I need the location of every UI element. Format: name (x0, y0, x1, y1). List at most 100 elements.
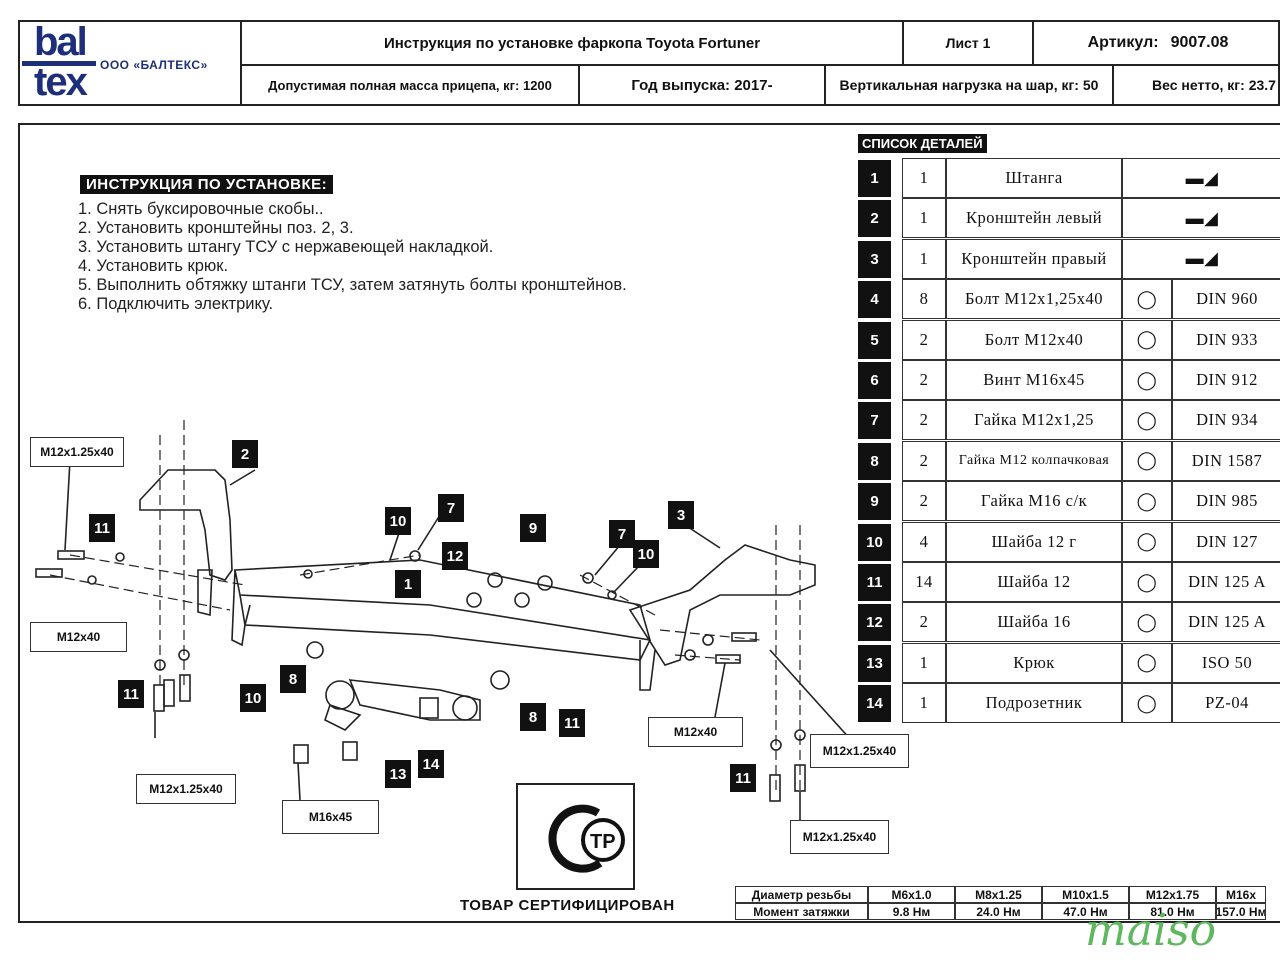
part-qty: 1 (902, 158, 946, 198)
sheet-number: Лист 1 (945, 35, 991, 51)
thread-size: M12x1.75 (1129, 886, 1216, 903)
bolt-label: M12x40 (648, 717, 743, 747)
part-number: 9 (858, 483, 891, 521)
baltex-logo: bal tex (22, 22, 98, 104)
instruction-step: 3. Установить штангу ТСУ с нержавеющей н… (78, 238, 494, 256)
callout-7: 7 (609, 520, 635, 548)
tow-bar-icon: ▬◢ (1122, 158, 1280, 198)
bolt-label: M16x45 (282, 800, 379, 834)
bolt-label: M12x40 (30, 622, 127, 652)
part-name: Подрозетник (946, 683, 1122, 724)
callout-14: 14 (418, 750, 444, 778)
certificate-mark-text: ТР (590, 831, 616, 853)
instruction-step: 2. Установить кронштейны поз. 2, 3. (78, 219, 354, 237)
part-std: DIN 1587 (1172, 440, 1280, 481)
part-number: 7 (858, 402, 891, 440)
part-name: Гайка M12 колпачковая (946, 440, 1122, 481)
part-std: DIN 127 (1172, 521, 1280, 562)
max-trailer-mass: Допустимая полная масса прицепа, кг: 120… (268, 77, 552, 93)
part-name: Шайба 12 (946, 562, 1122, 602)
article-label: Артикул: (1087, 34, 1159, 51)
part-std: PZ-04 (1172, 683, 1280, 724)
part-number: 3 (858, 240, 891, 278)
logo-text-top: bal (34, 20, 88, 64)
part-qty: 8 (902, 279, 946, 320)
part-number: 10 (858, 523, 891, 561)
part-name: Шайба 12 г (946, 521, 1122, 562)
callout-11: 11 (89, 514, 115, 542)
company-name: ООО «БАЛТЕКС» (100, 58, 208, 72)
part-name: Гайка M12x1,25 (946, 400, 1122, 441)
part-qty: 1 (902, 238, 946, 279)
part-std: DIN 125 A (1172, 602, 1280, 643)
part-number: 4 (858, 281, 891, 319)
part-name: Болт M12x40 (946, 319, 1122, 360)
part-name: Болт M12x1,25x40 (946, 279, 1122, 320)
part-qty: 2 (902, 400, 946, 441)
part-std: DIN 960 (1172, 279, 1280, 320)
part-number: 13 (858, 644, 891, 682)
torque-row-label: Диаметр резьбы (735, 886, 868, 903)
net-weight: Вес нетто, кг: 23.7 (1152, 77, 1276, 93)
thread-size: M10x1.5 (1042, 886, 1129, 903)
callout-10: 10 (385, 507, 411, 535)
callout-8: 8 (520, 703, 546, 731)
part-number: 12 (858, 604, 891, 642)
instruction-step: 6. Подключить электрику. (78, 295, 274, 313)
part-qty: 14 (902, 562, 946, 602)
callout-2: 2 (232, 440, 258, 468)
callout-7: 7 (438, 494, 464, 522)
spring-washer-icon: ◯ (1122, 521, 1172, 562)
socket-plate-icon: ◯ (1122, 683, 1172, 724)
article: Артикул: 9007.08 (1034, 22, 1280, 64)
instruction-step: 1. Снять буксировочные скобы.. (78, 200, 324, 218)
part-qty: 2 (902, 360, 946, 400)
part-number: 11 (858, 564, 891, 601)
part-qty: 4 (902, 521, 946, 562)
thread-size: M8x1.25 (955, 886, 1042, 903)
certificate-text: ТОВАР СЕРТИФИЦИРОВАН (460, 897, 675, 914)
part-qty: 2 (902, 602, 946, 643)
callout-12: 12 (442, 542, 468, 570)
callout-11: 11 (118, 680, 144, 708)
part-std: DIN 912 (1172, 360, 1280, 400)
bolt-icon: ◯ (1122, 319, 1172, 360)
callout-3: 3 (668, 501, 694, 529)
part-std: DIN 985 (1172, 481, 1280, 522)
washer-icon: ◯ (1122, 602, 1172, 643)
assembly-drawing (35, 420, 860, 828)
bolt-label: M12x1.25x40 (810, 734, 909, 768)
part-number: 14 (858, 685, 891, 723)
watermark: maiso (1085, 905, 1217, 956)
callout-11: 11 (730, 764, 756, 792)
hook-icon: ◯ (1122, 642, 1172, 683)
screw-icon: ◯ (1122, 360, 1172, 400)
torque-row-label: Момент затяжки (735, 903, 868, 920)
torque-value: 157.0 Нм (1216, 903, 1266, 920)
bolt-label: M12x1.25x40 (136, 774, 236, 804)
torque-value: 47.0 Нм (1042, 903, 1129, 920)
thread-size: M16x (1216, 886, 1266, 903)
certificate-mark: ТР (516, 783, 635, 890)
part-qty: 2 (902, 319, 946, 360)
part-name: Кронштейн правый (946, 238, 1122, 279)
bolt-icon: ◯ (1122, 279, 1172, 320)
part-qty: 1 (902, 683, 946, 724)
lock-nut-icon: ◯ (1122, 481, 1172, 522)
article-value: 9007.08 (1170, 34, 1229, 51)
part-std: DIN 934 (1172, 400, 1280, 441)
right-bracket (628, 544, 816, 666)
logo-text-bottom: tex (34, 60, 88, 104)
part-qty: 1 (902, 642, 946, 683)
part-std: DIN 125 A (1172, 562, 1280, 602)
parts-list-title: СПИСОК ДЕТАЛЕЙ (858, 134, 987, 153)
part-number: 6 (858, 362, 891, 399)
right-bracket-icon: ▬◢ (1122, 238, 1280, 279)
model-year: Год выпуска: 2017- (631, 76, 773, 94)
callout-9: 9 (520, 514, 546, 542)
thread-size: M6x1.0 (868, 886, 955, 903)
vertical-load: Вертикальная нагрузка на шар, кг: 50 (839, 77, 1099, 93)
part-std: DIN 933 (1172, 319, 1280, 360)
left-bracket (139, 469, 233, 581)
document-title: Инструкция по установке фаркопа Toyota F… (383, 34, 761, 52)
